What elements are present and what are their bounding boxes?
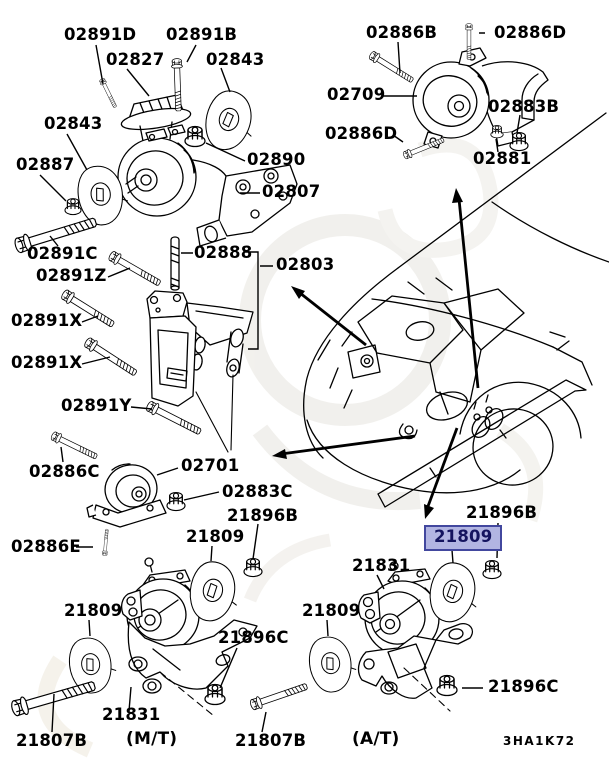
part-label-02891x-1[interactable]: 02891X: [11, 311, 83, 330]
part-label-21807b-1[interactable]: 21807B: [16, 731, 88, 750]
part-label-21809-2[interactable]: 21809: [64, 601, 123, 620]
part-label-02891x-2[interactable]: 02891X: [11, 353, 83, 372]
leader-lines: [39, 32, 521, 733]
part-label-02891y[interactable]: 02891Y: [61, 396, 132, 415]
upper-engine-mount-drawing: [412, 47, 549, 149]
part-label-02843-1[interactable]: 02843: [206, 50, 265, 69]
part-label-02888[interactable]: 02888: [194, 243, 253, 262]
caption-at: (A/T): [352, 729, 400, 749]
part-label-02891c[interactable]: 02891C: [27, 244, 98, 263]
part-label-02891d[interactable]: 02891D: [64, 25, 137, 44]
part-label-02807[interactable]: 02807: [262, 182, 321, 201]
part-label-21896c-2[interactable]: 21896C: [488, 677, 559, 696]
part-label-02883b[interactable]: 02883B: [488, 97, 560, 116]
part-label-02886c[interactable]: 02886C: [29, 462, 100, 481]
part-label-21809-selected[interactable]: 21809: [424, 525, 503, 551]
part-label-02886e[interactable]: 02886E: [11, 537, 81, 556]
part-label-02890[interactable]: 02890: [247, 150, 306, 169]
pointer-arrows: [272, 188, 480, 519]
part-label-02709[interactable]: 02709: [327, 85, 386, 104]
caption-mt: (M/T): [126, 729, 178, 749]
part-label-02803[interactable]: 02803: [276, 255, 335, 274]
part-label-02886d-2[interactable]: 02886D: [325, 124, 398, 143]
front-engine-mount-drawing: [117, 94, 298, 247]
part-label-21831-1[interactable]: 21831: [102, 705, 161, 724]
arrowhead-to-21809: [424, 504, 434, 519]
part-label-02881[interactable]: 02881: [473, 149, 532, 168]
car-body-drawing: [303, 112, 609, 508]
part-label-21809-1[interactable]: 21809: [186, 527, 245, 546]
part-label-21896b-1[interactable]: 21896B: [227, 506, 299, 525]
rear-roll-stopper-drawing: [86, 463, 167, 528]
part-label-21896b-2[interactable]: 21896B: [466, 503, 538, 522]
watermark: [37, 137, 544, 758]
part-label-21896c-1[interactable]: 21896C: [218, 628, 289, 647]
at-mount-drawing: [357, 561, 474, 699]
arrowhead-to-02803: [291, 286, 305, 299]
engine-bracket-drawing: [146, 236, 254, 407]
part-label-02887[interactable]: 02887: [16, 155, 75, 174]
part-label-21807b-2[interactable]: 21807B: [235, 731, 307, 750]
part-label-02886d-1[interactable]: 02886D: [494, 23, 567, 42]
arrowhead-to-02709: [452, 188, 463, 203]
page-code: 3HA1K72: [503, 734, 576, 748]
part-label-02891z[interactable]: 02891Z: [36, 266, 107, 285]
part-label-02891b[interactable]: 02891B: [166, 25, 238, 44]
part-label-02701[interactable]: 02701: [181, 456, 240, 475]
part-label-02843-2[interactable]: 02843: [44, 114, 103, 133]
part-label-02883c[interactable]: 02883C: [222, 482, 293, 501]
part-label-21831-2[interactable]: 21831: [352, 556, 411, 575]
part-label-21809-3[interactable]: 21809: [302, 601, 361, 620]
arrowhead-to-02701: [272, 449, 287, 459]
part-label-02886b[interactable]: 02886B: [366, 23, 438, 42]
part-label-02827[interactable]: 02827: [106, 50, 165, 69]
